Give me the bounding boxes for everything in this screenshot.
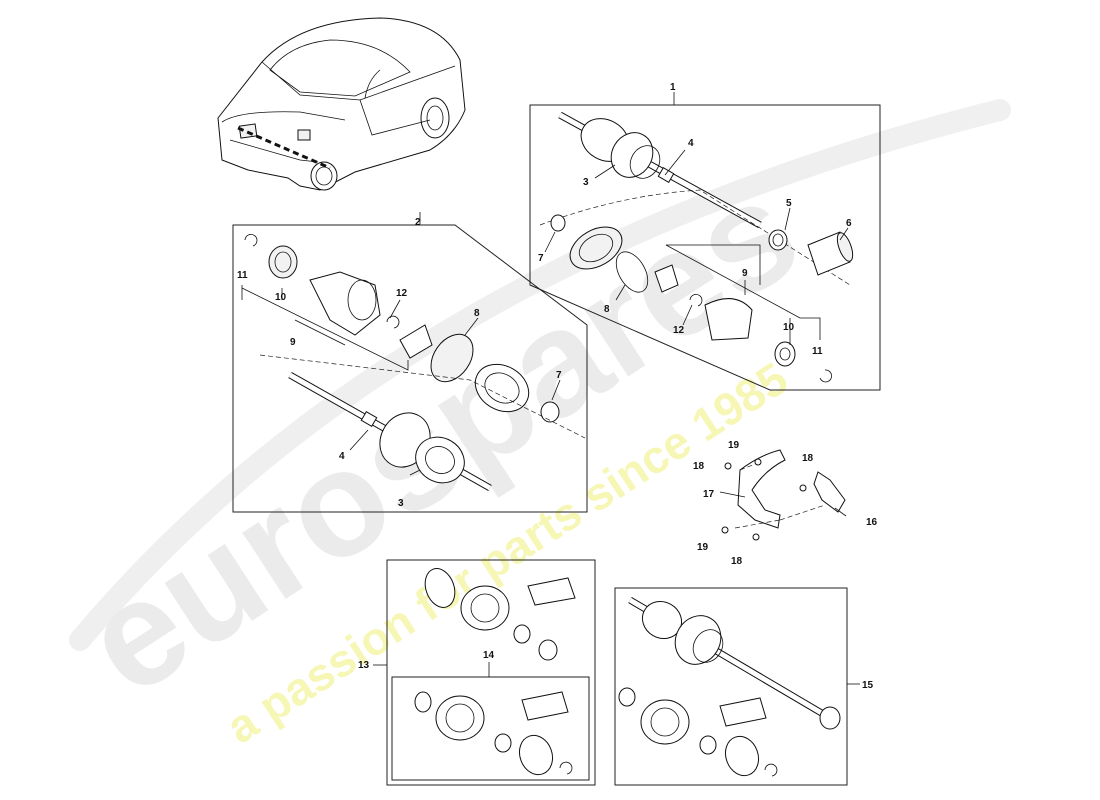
watermark: eurospares a passion for parts since 198…: [56, 99, 1011, 753]
g1-callout-12: 12: [673, 325, 685, 336]
callout-14: 14: [483, 650, 495, 661]
g2-callout-3: 3: [398, 498, 404, 509]
g1-callout-3: 3: [583, 177, 589, 188]
bracket-callout-18c: 18: [731, 556, 743, 567]
g2-callout-12: 12: [396, 288, 408, 299]
g1-callout-5: 5: [786, 198, 792, 209]
bracket-callout-19a: 19: [728, 440, 740, 451]
driveshaft-15: 15: [614, 587, 874, 786]
bracket-callout-16: 16: [866, 517, 878, 528]
g1-callout-9: 9: [742, 268, 748, 279]
bracket-assembly: 19 18 18 17 16 19 18: [693, 440, 878, 567]
driveshaft-assembly-1: 1 4 3 5: [529, 82, 881, 391]
g2-callout-11: 11: [237, 270, 248, 281]
bracket-callout-19b: 19: [697, 542, 709, 553]
callout-1: 1: [670, 82, 676, 93]
callout-2: 2: [415, 217, 421, 228]
callout-15: 15: [862, 680, 874, 691]
g1-callout-6: 6: [846, 218, 852, 229]
car-illustration: [217, 17, 466, 191]
bracket-callout-18b: 18: [802, 453, 814, 464]
g2-callout-8: 8: [474, 308, 480, 319]
g1-callout-7: 7: [538, 253, 544, 264]
g1-callout-10: 10: [783, 322, 795, 333]
g1-callout-11: 11: [812, 346, 823, 357]
g2-callout-10: 10: [275, 292, 287, 303]
boot-kit-13: 13 14: [358, 559, 596, 786]
g2-callout-7: 7: [556, 370, 562, 381]
driveshaft-assembly-2: 2 11 10 12 9 8 7: [232, 212, 588, 513]
g2-callout-4: 4: [339, 451, 345, 462]
g1-callout-4: 4: [688, 138, 694, 149]
bracket-callout-17: 17: [703, 489, 715, 500]
bracket-callout-18a: 18: [693, 461, 705, 472]
g1-callout-8: 8: [604, 304, 610, 315]
callout-13: 13: [358, 660, 370, 671]
g2-callout-9: 9: [290, 337, 296, 348]
